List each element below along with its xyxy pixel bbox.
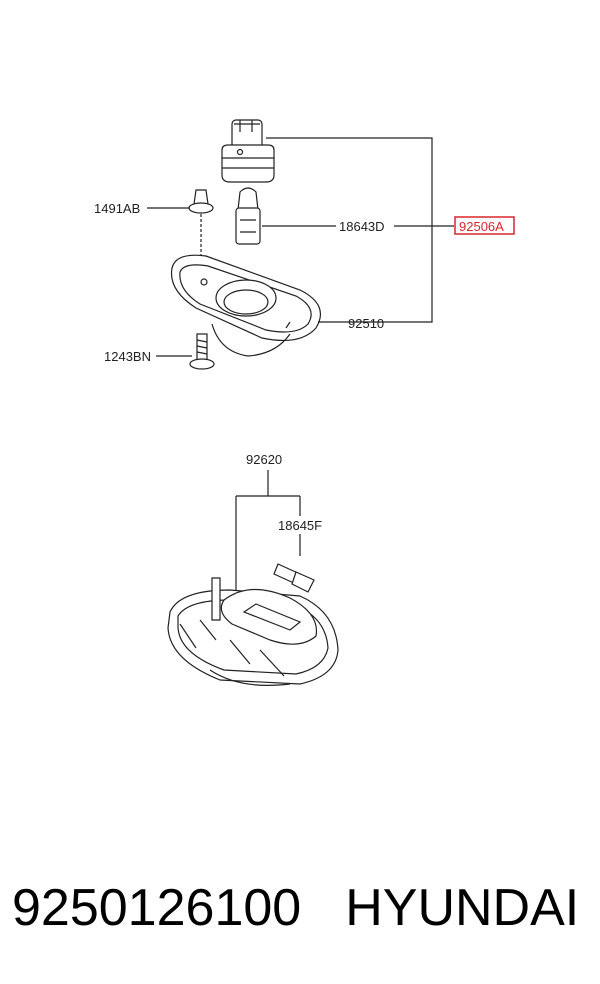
screw-bottom-drawing (189, 333, 215, 370)
bulb-socket-drawing (221, 119, 275, 183)
footer-caption: 9250126100 HYUNDAI (12, 872, 592, 952)
label-1243BN: 1243BN (104, 349, 151, 364)
label-18643D: 18643D (339, 219, 385, 234)
highlight-box (454, 216, 515, 235)
label-1491AB: 1491AB (94, 201, 140, 216)
brand-name: HYUNDAI (345, 879, 580, 937)
wedge-bulb-drawing (235, 187, 261, 245)
label-92620: 92620 (246, 452, 282, 467)
lamp-housing-drawing (167, 577, 339, 686)
bottom-assembly (167, 470, 339, 686)
lens-housing-drawing (170, 254, 321, 357)
label-92510: 92510 (348, 316, 384, 331)
screw-top-drawing (188, 189, 214, 270)
label-18645F: 18645F (278, 518, 322, 533)
leader-92506A-bracket (266, 137, 433, 323)
label-92506A: 92506A (459, 219, 504, 234)
festoon-bulb-drawing (273, 563, 315, 593)
part-number: 9250126100 (12, 879, 302, 937)
top-assembly (147, 119, 454, 370)
leader-92620 (235, 470, 301, 592)
